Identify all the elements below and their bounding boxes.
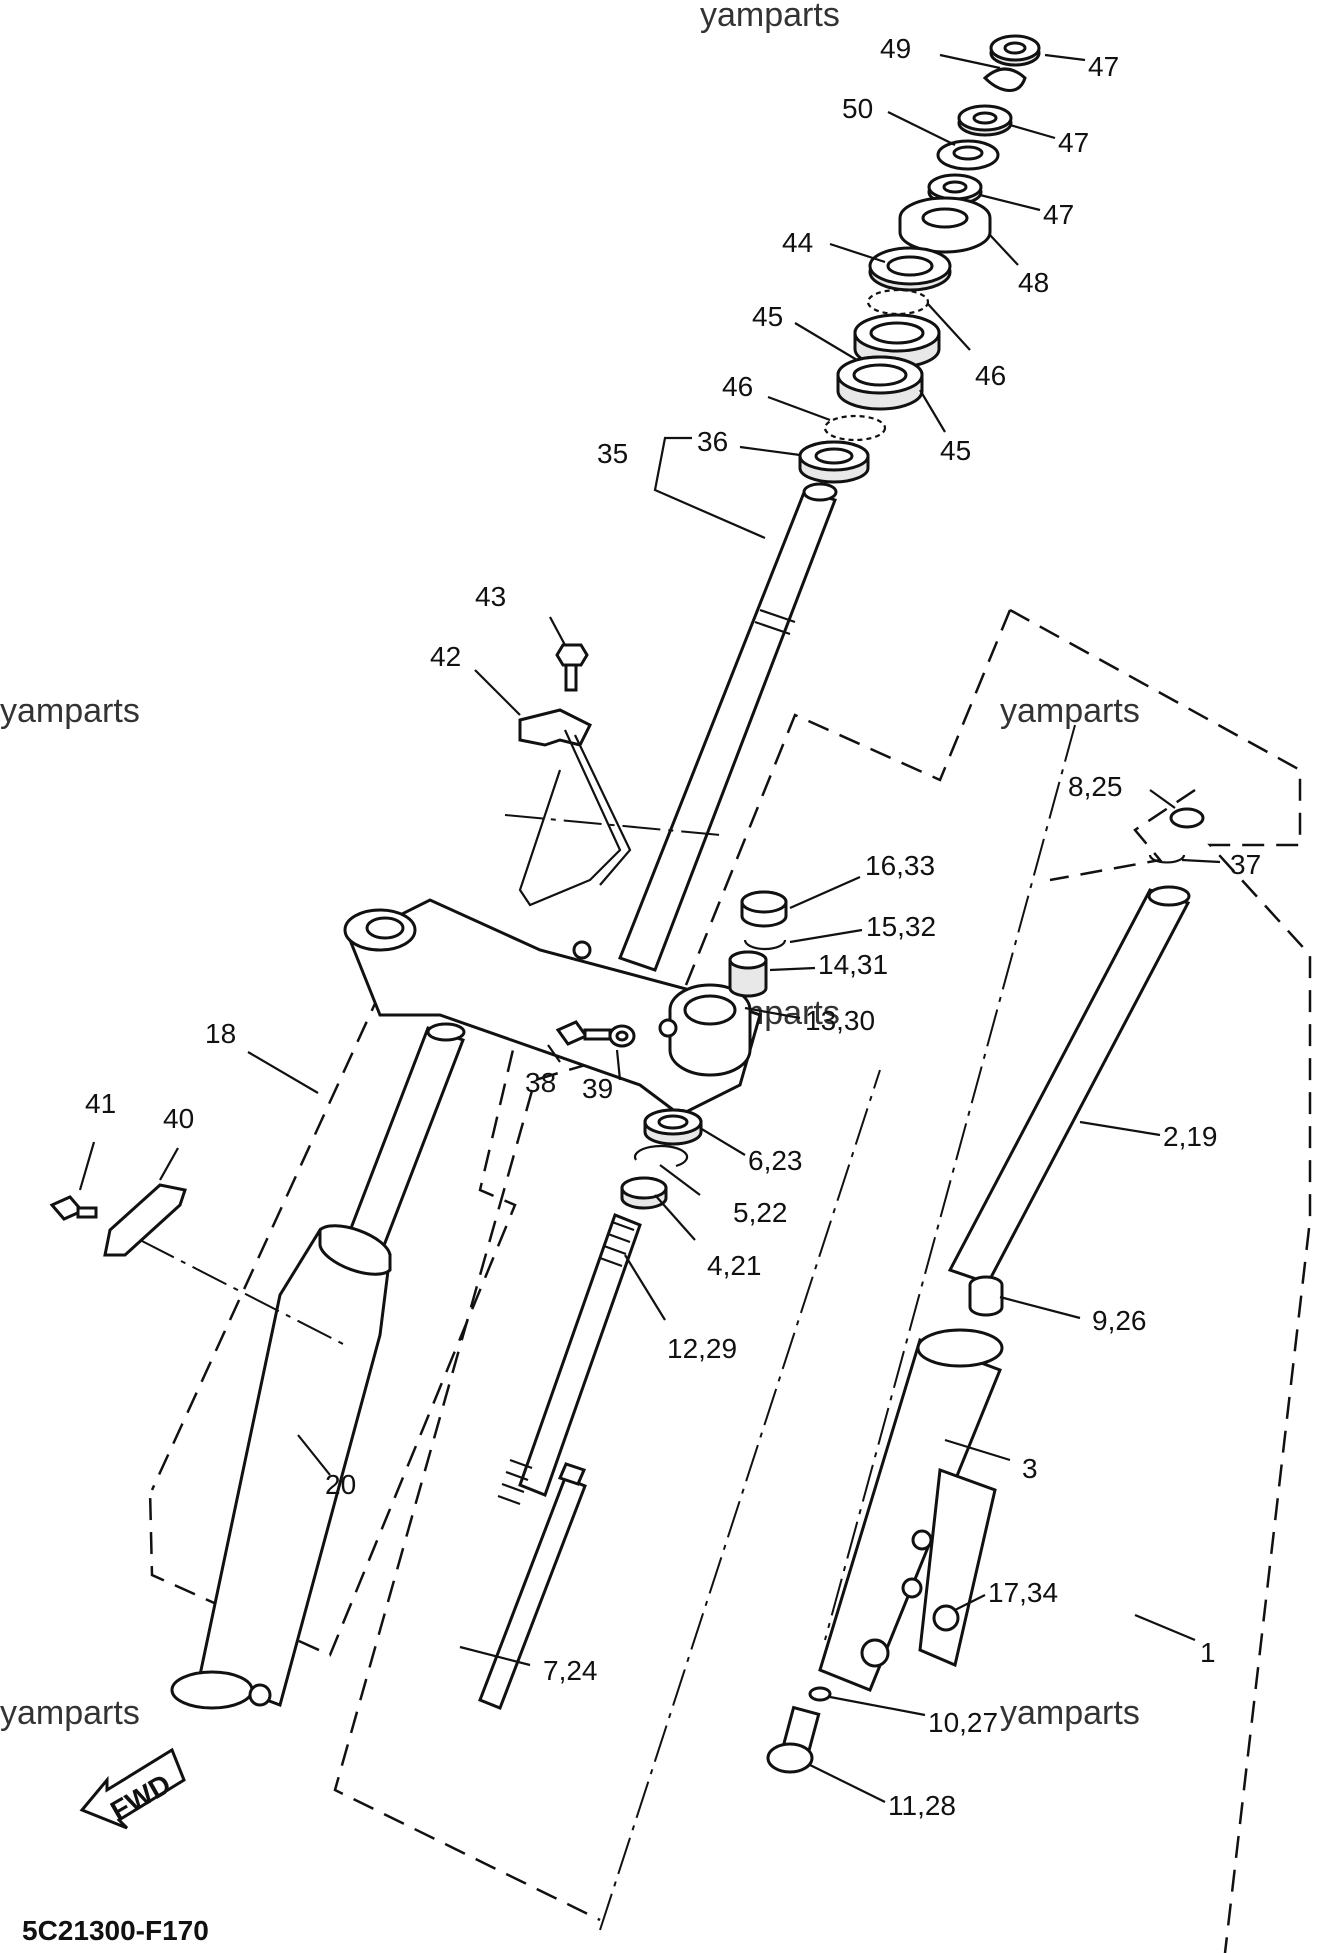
inner-tube-2-19 (947, 885, 1191, 1285)
callout-label: 10,27 (928, 1707, 998, 1738)
callout-label: 18 (205, 1018, 236, 1049)
callout-label: 47 (1043, 199, 1074, 230)
washer-50 (936, 139, 1000, 171)
watermark: yamparts (700, 0, 840, 34)
callout-label: 4,21 (707, 1250, 762, 1281)
ring-nut-47-b (957, 104, 1013, 137)
watermarks: yamparts yamparts yamparts yamparts yamp… (0, 0, 1140, 1732)
callout-label: 44 (782, 227, 813, 258)
callout-label: 37 (1230, 849, 1261, 880)
callout-label: 7,24 (543, 1655, 598, 1686)
callout-label: 14,31 (818, 949, 888, 980)
race-44 (868, 246, 952, 292)
bolt-43 (555, 643, 589, 692)
center-lines (139, 724, 1076, 1931)
callout-label: 40 (163, 1103, 194, 1134)
callout-label: 17,34 (988, 1577, 1058, 1608)
clamp-40 (103, 1183, 187, 1257)
callout-label: 41 (85, 1088, 116, 1119)
callout-label: 48 (1018, 267, 1049, 298)
callout-label: 8,25 (1068, 771, 1123, 802)
bracket-42 (518, 708, 632, 907)
group-outline-37 (1049, 788, 1196, 882)
bearing-race-45-upper (853, 313, 941, 369)
steering-stem-35 (343, 482, 838, 1117)
callout-label: 47 (1088, 51, 1119, 82)
cap-17-34 (932, 1604, 960, 1632)
callout-label: 20 (325, 1469, 356, 1500)
callout-label: 46 (975, 360, 1006, 391)
washer-39 (608, 1024, 636, 1048)
washer-10-27 (808, 1686, 832, 1702)
plug-8-25 (1169, 807, 1205, 829)
callout-label: 3 (1022, 1453, 1038, 1484)
callout-label: 13,30 (805, 1005, 875, 1036)
callout-label: 39 (582, 1073, 613, 1104)
callout-label: 38 (525, 1067, 556, 1098)
dust-seal-36 (798, 440, 870, 484)
callout-label: 1 (1200, 1637, 1216, 1668)
washer-4-21 (620, 1176, 668, 1210)
spring-12-29 (497, 1213, 642, 1506)
circlip-37 (1148, 854, 1186, 864)
callout-label: 11,28 (888, 1790, 956, 1821)
callout-label: 46 (722, 371, 753, 402)
watermark: yamparts (0, 1694, 140, 1732)
callout-label: 43 (475, 581, 506, 612)
oil-lock-piece-9-26 (968, 1275, 1004, 1317)
damper-rod-7-24 (478, 1462, 587, 1710)
callout-label: 9,26 (1092, 1305, 1147, 1336)
spacer-14-31 (728, 950, 768, 998)
fork-assembly-18 (170, 1022, 466, 1710)
leader-lines (78, 53, 1221, 1803)
callout-label: 50 (842, 93, 873, 124)
callout-label: 49 (880, 33, 911, 64)
oil-seal-6-23 (643, 1108, 703, 1146)
callout-label: 6,23 (748, 1145, 803, 1176)
outer-tube-3 (818, 1328, 1004, 1692)
lock-washer-49 (982, 67, 1027, 92)
callout-label: 35 (597, 438, 628, 469)
fwd-arrow: FWD (79, 1747, 186, 1830)
ball-bearing-46-upper (866, 288, 930, 316)
watermark: yamparts (1000, 1694, 1140, 1732)
circlip-15-32 (743, 939, 787, 951)
cap-bolt-16-33 (740, 890, 788, 928)
callout-label: 5,22 (733, 1197, 788, 1228)
ball-bearing-46-lower (823, 414, 887, 442)
callout-label: 15,32 (866, 911, 936, 942)
callout-label: 45 (940, 435, 971, 466)
callout-label: 16,33 (865, 850, 935, 881)
watermark: yamparts (1000, 692, 1140, 730)
watermark: yamparts (0, 692, 140, 730)
steering-bearing-stack (798, 34, 1041, 484)
cover-48 (898, 196, 992, 254)
diagram-code: 5C21300-F170 (22, 1915, 209, 1946)
group-outline-1 (333, 608, 1312, 1953)
bolt-11-28 (766, 1705, 821, 1774)
callout-label: 45 (752, 301, 783, 332)
ring-nut-47-a (989, 34, 1041, 67)
callout-label: 2,19 (1163, 1121, 1218, 1152)
callout-labels: 49 47 50 47 47 44 48 45 46 46 45 35 36 4… (85, 33, 1261, 1821)
bearing-race-45-lower (836, 355, 924, 411)
callout-label: 36 (697, 426, 728, 457)
callout-label: 12,29 (667, 1333, 737, 1364)
bolt-41 (49, 1195, 98, 1221)
callout-label: 47 (1058, 127, 1089, 158)
circlip-5-22 (633, 1144, 689, 1168)
callout-label: 42 (430, 641, 461, 672)
